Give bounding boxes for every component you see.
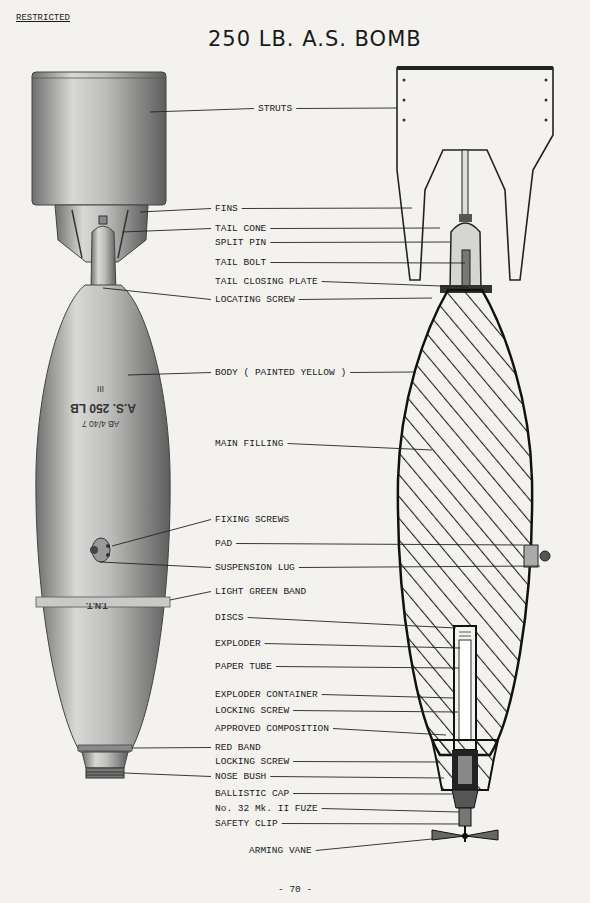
body-marking: T.N.T. (86, 600, 108, 611)
leader-line (276, 667, 459, 669)
part-label: DISCS (215, 612, 244, 623)
leader-line (299, 298, 432, 300)
part-label: TAIL CONE (215, 223, 266, 234)
leader-line (333, 729, 446, 736)
leader-line (103, 288, 211, 300)
diagram-title: 250 LB. A.S. BOMB (208, 34, 422, 45)
part-label: ARMING VANE (249, 845, 312, 856)
leader-line (270, 242, 450, 244)
part-label: LIGHT GREEN BAND (215, 586, 306, 597)
part-label: SAFETY CLIP (215, 818, 278, 829)
body-marking: A.S. 250 LB (70, 402, 136, 413)
leader-line (350, 372, 414, 374)
part-label: LOCKING SCREW (215, 705, 289, 716)
part-label: BODY ( PAINTED YELLOW ) (215, 367, 346, 378)
part-label: PAD (215, 538, 232, 549)
leader-line (265, 644, 460, 649)
leader-line (270, 228, 440, 230)
part-label: FIXING SCREWS (215, 514, 289, 525)
leader-line (236, 544, 523, 546)
leader-line (100, 562, 211, 568)
leader-line (242, 208, 412, 210)
part-label: MAIN FILLING (215, 438, 283, 449)
leader-line (322, 809, 459, 813)
part-label: BALLISTIC CAP (215, 788, 289, 799)
part-label: LOCATING SCREW (215, 294, 295, 305)
leader-line (270, 262, 465, 264)
part-label: TAIL BOLT (215, 257, 266, 268)
leader-line (270, 777, 444, 779)
leader-line (296, 108, 397, 110)
leader-line (248, 618, 456, 629)
leader-line (293, 761, 440, 763)
part-label: NOSE BUSH (215, 771, 266, 782)
body-marking: III (97, 383, 104, 394)
part-label: PAPER TUBE (215, 661, 272, 672)
leader-line (293, 793, 452, 795)
page-number: - 70 - (278, 884, 312, 895)
part-label: STRUTS (258, 103, 292, 114)
header-label: RESTRICTED (16, 13, 70, 24)
part-label: LOCKING SCREW (215, 756, 289, 767)
leader-line (322, 695, 454, 699)
leader-line (132, 747, 211, 749)
leader-line (287, 444, 432, 451)
leader-line (112, 520, 211, 547)
part-label: No. 32 Mk. II FUZE (215, 803, 318, 814)
leader-line (124, 773, 211, 777)
part-label: EXPLODER (215, 638, 261, 649)
leader-line (150, 109, 254, 113)
part-label: RED BAND (215, 742, 261, 753)
leader-line (299, 566, 540, 568)
part-label: SPLIT PIN (215, 237, 266, 248)
body-marking: AB 4/40 7 (82, 418, 119, 429)
part-label: FINS (215, 203, 238, 214)
leader-line (282, 823, 460, 825)
part-label: EXPLODER CONTAINER (215, 689, 318, 700)
leader-line (316, 839, 432, 851)
leader-line (122, 229, 211, 233)
part-label: TAIL CLOSING PLATE (215, 276, 318, 287)
leader-line (128, 373, 211, 376)
leader-line (322, 282, 468, 288)
part-label: APPROVED COMPOSITION (215, 723, 329, 734)
part-label: SUSPENSION LUG (215, 562, 295, 573)
leader-line (293, 711, 458, 713)
leader-line (170, 592, 211, 601)
leader-line (140, 209, 211, 213)
